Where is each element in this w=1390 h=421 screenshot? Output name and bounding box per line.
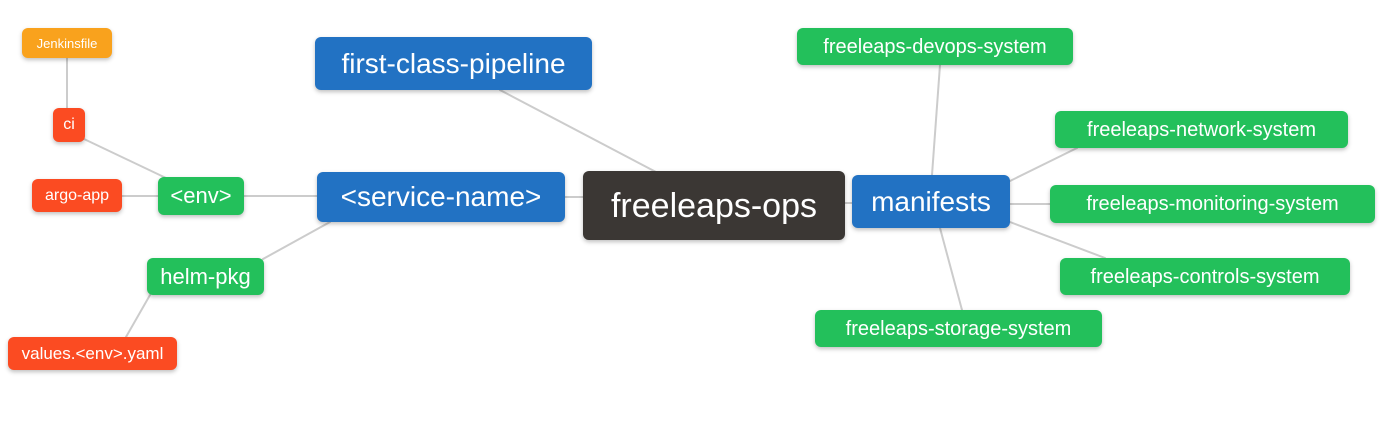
edge-manifests--freeleaps-controls-system [1009, 221, 1106, 259]
edge-first-class-pipeline--freeleaps-ops [499, 89, 657, 173]
edge-service-name--helm-pkg [262, 221, 331, 260]
node-ci[interactable]: ci [53, 108, 85, 142]
edge-ci--env [83, 138, 167, 179]
edge-helm-pkg--values-env-yaml [125, 294, 151, 338]
node-values-env-yaml[interactable]: values.<env>.yaml [8, 337, 177, 370]
edge-manifests--freeleaps-storage-system [939, 227, 963, 311]
node-freeleaps-network-system[interactable]: freeleaps-network-system [1055, 111, 1348, 148]
edge-manifests--freeleaps-network-system [1009, 147, 1078, 182]
node-manifests[interactable]: manifests [852, 175, 1010, 228]
node-service-name[interactable]: <service-name> [317, 172, 565, 222]
edge-manifests--freeleaps-devops-system [931, 64, 941, 176]
node-env[interactable]: <env> [158, 177, 244, 215]
node-freeleaps-storage-system[interactable]: freeleaps-storage-system [815, 310, 1102, 347]
node-freeleaps-monitoring-system[interactable]: freeleaps-monitoring-system [1050, 185, 1375, 223]
node-freeleaps-controls-system[interactable]: freeleaps-controls-system [1060, 258, 1350, 295]
node-argo-app[interactable]: argo-app [32, 179, 122, 212]
node-first-class-pipeline[interactable]: first-class-pipeline [315, 37, 592, 90]
node-freeleaps-ops[interactable]: freeleaps-ops [583, 171, 845, 240]
node-freeleaps-devops-system[interactable]: freeleaps-devops-system [797, 28, 1073, 65]
node-jenkinsfile[interactable]: Jenkinsfile [22, 28, 112, 58]
node-helm-pkg[interactable]: helm-pkg [147, 258, 264, 295]
